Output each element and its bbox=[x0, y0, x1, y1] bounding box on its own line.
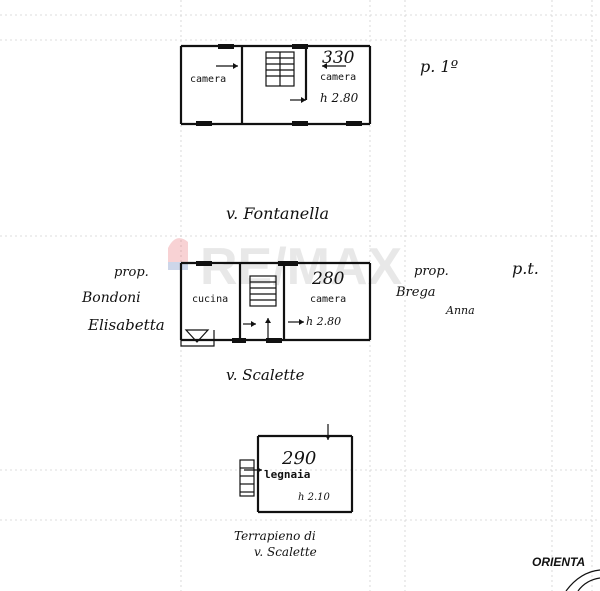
first-floor-level-label: p. 1º bbox=[420, 57, 459, 76]
neighbor-right: prop. Brega Anna bbox=[395, 264, 475, 317]
legnaia-room-label: legnaia bbox=[264, 468, 310, 481]
ground-floor-level-label: p.t. bbox=[512, 259, 539, 278]
compass-arc bbox=[565, 569, 600, 591]
neighbor-right-prefix: prop. bbox=[414, 264, 449, 279]
neighbor-right-name-line1: Brega bbox=[395, 285, 436, 300]
ground-floor-area: 280 bbox=[311, 269, 345, 289]
first-floor-height: h 2.80 bbox=[320, 91, 359, 105]
legnaia-plan: 290 legnaia h 2.10 bbox=[239, 424, 354, 514]
first-floor-area: 330 bbox=[322, 48, 355, 68]
watermark-text: RE/MAX bbox=[200, 238, 403, 296]
neighbor-left-name-line2: Elisabetta bbox=[87, 316, 165, 334]
first-floor-room-left-label: camera bbox=[190, 74, 226, 85]
orientation-label: ORIENTA bbox=[532, 555, 585, 569]
ground-floor-height: h 2.80 bbox=[306, 315, 341, 328]
legnaia-area: 290 bbox=[281, 448, 316, 469]
legnaia-height: h 2.10 bbox=[298, 492, 331, 503]
terrapieno-label-line2: v. Scalette bbox=[254, 545, 317, 559]
neighbor-left-prefix: prop. bbox=[114, 265, 149, 280]
remax-watermark: RE/MAX bbox=[168, 238, 403, 296]
terrapieno-label-line1: Terrapieno di bbox=[234, 529, 316, 543]
compass-arc-inner bbox=[577, 577, 600, 591]
ground-floor-room-left-label: cucina bbox=[192, 294, 228, 305]
neighbor-left-name-line1: Bondoni bbox=[81, 290, 141, 306]
street-fontanella-label: v. Fontanella bbox=[226, 204, 329, 223]
first-floor-plan: camera camera 330 h 2.80 bbox=[179, 44, 372, 126]
first-floor-room-right-label: camera bbox=[320, 72, 356, 83]
neighbor-left: prop. Bondoni Elisabetta bbox=[81, 265, 165, 334]
ground-floor-room-right-label: camera bbox=[310, 294, 346, 305]
neighbor-right-name-line2: Anna bbox=[445, 304, 475, 317]
ground-floor-plan: cucina camera 280 h 2.80 bbox=[179, 261, 372, 347]
street-scalette-label: v. Scalette bbox=[226, 366, 305, 384]
